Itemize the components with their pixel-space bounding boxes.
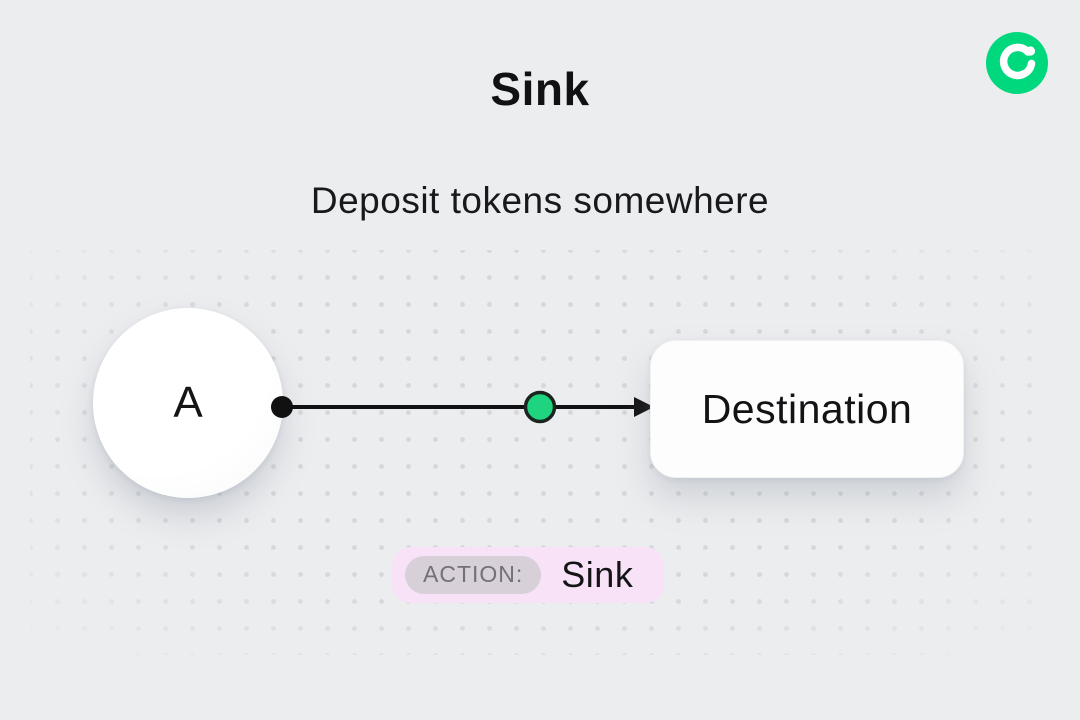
source-node: A: [93, 308, 283, 498]
arrowhead-icon: [634, 397, 654, 417]
edge-start-dot-icon: [271, 396, 293, 418]
flow-logo-icon: [986, 32, 1048, 94]
source-node-label: A: [173, 378, 203, 427]
action-badge: ACTION: Sink: [392, 547, 664, 603]
action-value: Sink: [561, 554, 634, 595]
destination-node-label: Destination: [701, 385, 913, 432]
flow-arrow: [262, 385, 662, 429]
page-title: Sink: [490, 63, 590, 115]
green-node-icon: [523, 390, 557, 424]
destination-node: Destination: [650, 340, 964, 478]
page-subtitle: Deposit tokens somewhere: [310, 180, 770, 221]
action-label-pill: ACTION:: [405, 556, 542, 594]
